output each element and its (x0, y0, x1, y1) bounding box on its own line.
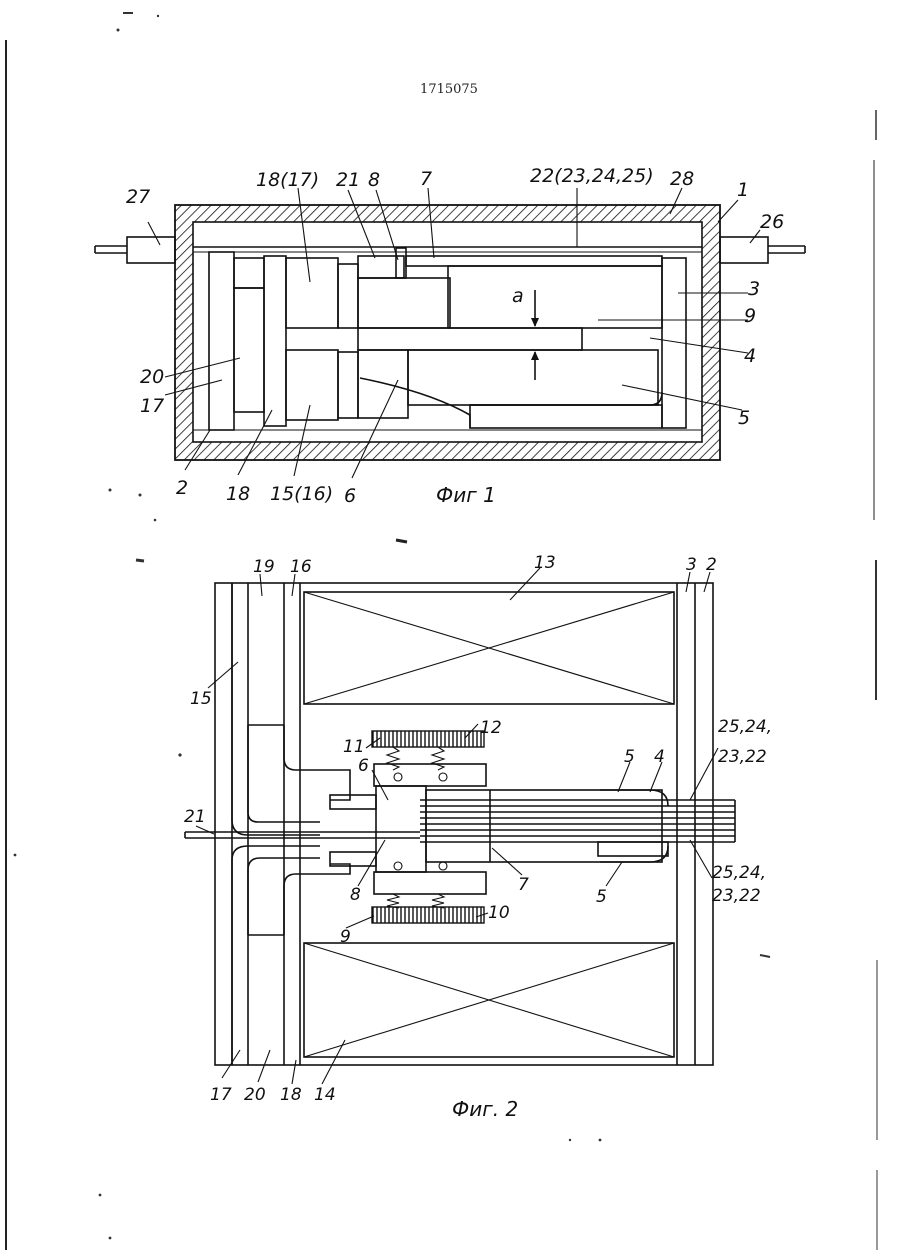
fig2-label-25-24-top: 25,24, (718, 717, 772, 737)
figure-2-leaders (196, 568, 718, 1084)
fig2-label-10: 10 (488, 903, 510, 923)
fig1-label-20: 20 (140, 366, 164, 388)
fig1-label-8: 8 (368, 169, 380, 191)
fig2-label-3: 3 (686, 555, 697, 575)
fig2-caption: Фиг. 2 (452, 1097, 518, 1121)
fig2-label-7: 7 (518, 875, 529, 895)
fig2-label-9: 9 (340, 927, 351, 947)
fig2-label-13: 13 (534, 553, 556, 573)
fig2-label-5-bottom: 5 (596, 887, 607, 907)
knurled-plate-bottom (372, 907, 484, 923)
fig1-label-9: 9 (744, 305, 756, 327)
fig2-label-19: 19 (253, 557, 275, 577)
fig2-label-15: 15 (190, 689, 212, 709)
fig2-label-21: 21 (184, 807, 206, 827)
fig1-label-18-17: 18(17) (256, 169, 319, 191)
fig2-label-23-22-top: 23,22 (718, 747, 767, 767)
fig2-label-2: 2 (706, 555, 717, 575)
fig2-label-8: 8 (350, 885, 361, 905)
document-number: 1715075 (420, 82, 478, 97)
fig2-label-4: 4 (654, 747, 665, 767)
fig1-label-15-16: 15(16) (270, 483, 333, 505)
fig1-label-6: 6 (344, 485, 356, 507)
fig2-label-18: 18 (280, 1085, 302, 1105)
fig2-label-6: 6 (358, 756, 369, 776)
fig1-label-28: 28 (670, 168, 694, 190)
fig1-label-18: 18 (226, 483, 250, 505)
fig2-label-16: 16 (290, 557, 312, 577)
fig1-label-27: 27 (126, 186, 150, 208)
fig1-label-26: 26 (760, 211, 784, 233)
fig2-label-23-22-bottom: 23,22 (712, 886, 761, 906)
fig2-label-25-24-bottom: 25,24, (712, 863, 766, 883)
fig1-label-5: 5 (738, 407, 750, 429)
knurled-plate-top (372, 731, 484, 747)
fig1-label-3: 3 (748, 278, 760, 300)
figure-2 (185, 583, 735, 1065)
fig2-label-14: 14 (314, 1085, 336, 1105)
fig2-label-20: 20 (244, 1085, 266, 1105)
fig1-caption: Фиг 1 (436, 483, 496, 507)
fig1-label-1: 1 (737, 179, 749, 201)
fig1-label-22: 22(23,24,25) (530, 165, 654, 187)
fig2-label-17: 17 (210, 1085, 232, 1105)
fig1-label-a: a (512, 285, 524, 307)
figure-2-labels: 19 16 13 3 2 15 12 11 6 5 4 25,24, 23,22… (184, 553, 772, 1121)
fig1-label-4: 4 (744, 345, 756, 367)
fig1-label-7: 7 (420, 168, 432, 190)
fig1-label-2: 2 (176, 477, 188, 499)
fig2-label-5-top: 5 (624, 747, 635, 767)
figure-1 (95, 205, 805, 460)
fig2-label-11: 11 (343, 737, 365, 757)
fig2-label-12: 12 (480, 718, 502, 738)
fig1-label-17: 17 (140, 395, 164, 417)
fig1-label-21: 21 (336, 169, 360, 191)
